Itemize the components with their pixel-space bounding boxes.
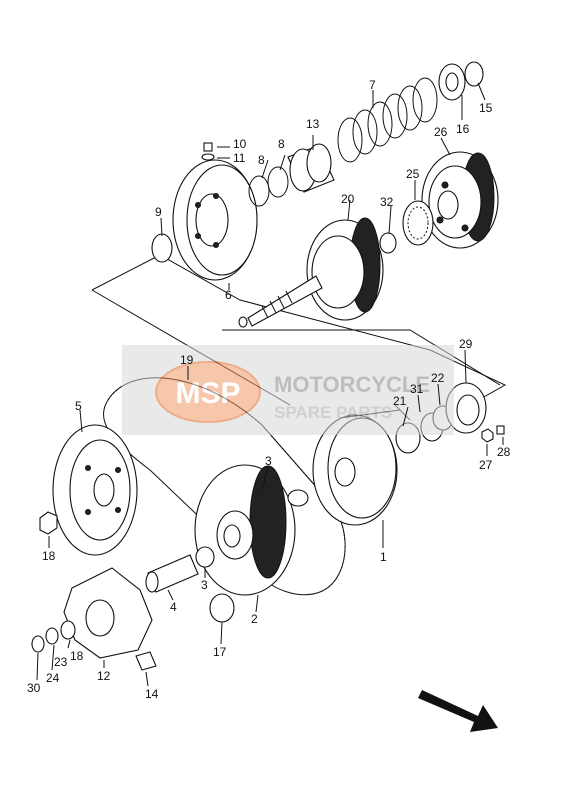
label-14: 14	[145, 687, 159, 701]
label-26: 26	[434, 125, 448, 139]
label-32: 32	[380, 195, 394, 209]
watermark-subtitle: SPARE PARTS	[274, 403, 392, 422]
label-29: 29	[459, 337, 473, 351]
label-24: 24	[46, 671, 60, 685]
label-25: 25	[406, 167, 420, 181]
part-2-drive-face	[194, 464, 296, 596]
part-8-ring-b	[267, 166, 289, 198]
part-32-ring	[379, 232, 397, 254]
part-18-nut	[39, 511, 58, 535]
part-1-driven-pulley	[312, 404, 411, 526]
label-6: 6	[225, 288, 232, 302]
part-12-cover	[63, 567, 153, 659]
label-17: 17	[213, 645, 227, 659]
part-7-spring	[337, 77, 438, 163]
part-28-bolt	[496, 425, 505, 435]
part-4-sleeve	[145, 554, 199, 593]
part-8-ring-a	[248, 175, 270, 207]
part-30-washer	[31, 635, 45, 653]
label-3a: 3	[265, 454, 272, 468]
part-25-bearing	[402, 200, 434, 246]
label-20: 20	[341, 192, 355, 206]
part-13-collar	[287, 143, 335, 193]
label-4: 4	[170, 600, 177, 614]
label-11: 11	[233, 151, 246, 165]
part-26-clutch	[421, 151, 499, 249]
part-3-roller-b	[195, 546, 215, 568]
watermark-logo: MSP	[175, 377, 240, 410]
label-31: 31	[410, 382, 424, 396]
label-3b: 3	[201, 578, 208, 592]
label-16: 16	[456, 122, 470, 136]
watermark: MSP MOTORCYCLE SPARE PARTS	[122, 345, 454, 435]
label-18a: 18	[42, 549, 56, 563]
part-labels: 1 2 3 3 4 5 6 7 8 8 9 10 11 12 13 14 15 …	[27, 78, 511, 701]
part-9-washer	[151, 233, 173, 263]
label-30: 30	[27, 681, 41, 695]
label-9: 9	[155, 205, 162, 219]
direction-arrow-icon	[418, 690, 498, 732]
label-21: 21	[393, 394, 407, 408]
part-17-cap	[209, 593, 235, 623]
part-24-washer	[45, 627, 59, 645]
part-3-roller-a	[287, 489, 309, 507]
label-18b: 18	[70, 649, 84, 663]
leader-lines	[36, 82, 504, 687]
part-6-plate	[172, 159, 258, 281]
label-8a: 8	[258, 153, 265, 167]
label-12: 12	[97, 669, 111, 683]
part-15-nut	[464, 61, 484, 87]
watermark-title: MOTORCYCLE	[274, 372, 430, 397]
part-20-bell	[238, 217, 384, 328]
part-27-nut	[481, 428, 494, 443]
watermark-logo-icon	[155, 361, 261, 423]
label-5: 5	[75, 399, 82, 413]
upper-assembly	[91, 61, 507, 421]
label-8b: 8	[278, 137, 285, 151]
part-23-washer	[60, 620, 76, 640]
label-1: 1	[380, 550, 387, 564]
label-7: 7	[369, 78, 376, 92]
part-14-clip	[135, 651, 157, 671]
label-15: 15	[479, 101, 493, 115]
label-22: 22	[431, 371, 445, 385]
label-13: 13	[306, 117, 320, 131]
label-28: 28	[497, 445, 511, 459]
label-10: 10	[233, 137, 247, 151]
label-19: 19	[180, 353, 194, 367]
part-5-pulley	[52, 424, 138, 556]
label-23: 23	[54, 655, 68, 669]
label-27: 27	[479, 458, 493, 472]
part-10-11-screw	[201, 142, 215, 161]
label-2: 2	[251, 612, 258, 626]
